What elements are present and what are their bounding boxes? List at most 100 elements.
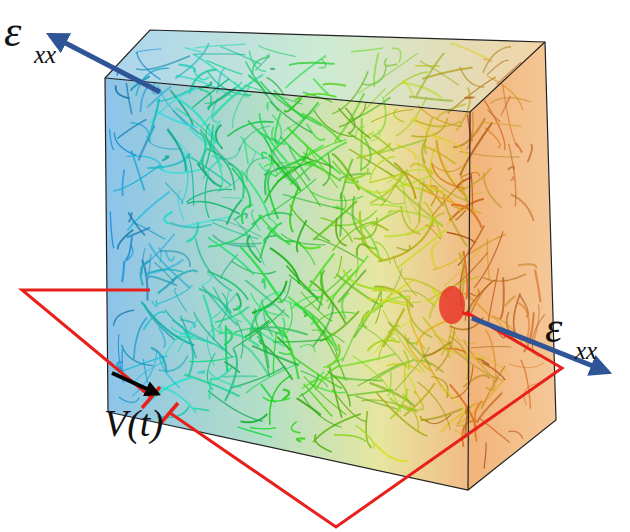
fiber	[460, 67, 485, 87]
fiber	[148, 99, 159, 142]
fiber	[353, 182, 392, 193]
fiber	[394, 109, 404, 122]
fiber	[374, 443, 407, 462]
fiber	[359, 324, 407, 367]
fiber	[460, 168, 492, 192]
fiber	[268, 172, 278, 219]
fiber	[450, 384, 477, 430]
fiber	[236, 221, 264, 265]
fiber	[181, 152, 188, 204]
fiber	[345, 108, 354, 134]
circuit-wire	[22, 290, 562, 527]
fiber	[259, 215, 291, 245]
fiber	[339, 354, 396, 367]
fiber	[162, 156, 168, 160]
fiber	[401, 206, 421, 234]
fiber	[403, 80, 414, 98]
fiber	[412, 118, 448, 137]
fiber	[351, 48, 383, 52]
fiber	[447, 344, 502, 381]
fiber	[194, 312, 233, 358]
fiber	[127, 228, 150, 238]
fiber	[169, 223, 211, 228]
fiber	[175, 108, 220, 146]
fiber	[361, 88, 386, 114]
fiber	[313, 79, 327, 94]
fiber	[310, 191, 364, 201]
fiber	[419, 154, 421, 199]
fiber	[244, 85, 303, 104]
fiber	[126, 236, 132, 260]
fiber	[212, 220, 262, 237]
fiber	[528, 145, 533, 163]
fiber	[290, 186, 299, 233]
fiber	[200, 129, 233, 166]
fiber	[487, 60, 509, 75]
fiber	[267, 103, 268, 111]
fiber	[404, 374, 417, 395]
fiber	[283, 194, 339, 208]
fiber	[361, 297, 408, 325]
fiber	[310, 384, 346, 393]
fiber	[509, 144, 516, 206]
fiber	[468, 234, 506, 254]
fiber	[122, 170, 124, 196]
fiber	[465, 97, 474, 98]
fiber	[487, 239, 489, 280]
fiber	[199, 133, 206, 166]
fiber	[247, 158, 268, 182]
fiber	[137, 52, 161, 80]
fiber	[483, 274, 526, 281]
fiber	[444, 194, 467, 246]
fiber	[259, 46, 296, 57]
fiber	[314, 110, 355, 136]
fiber	[484, 173, 502, 208]
fiber	[362, 210, 392, 228]
fiber	[474, 231, 503, 288]
fiber	[207, 271, 248, 299]
fiber	[361, 138, 370, 170]
fiber	[185, 48, 202, 53]
fiber	[175, 43, 209, 78]
fiber	[276, 167, 299, 168]
fiber	[416, 320, 449, 345]
fiber	[292, 296, 323, 308]
fiber	[422, 159, 466, 201]
fiber	[313, 414, 361, 443]
strain-arrow	[472, 318, 608, 372]
electrode-disk	[439, 286, 465, 324]
fiber	[291, 422, 300, 433]
fiber	[119, 397, 140, 402]
fiber	[505, 296, 515, 306]
fiber	[471, 173, 472, 210]
fiber	[464, 251, 468, 299]
fiber	[160, 354, 180, 388]
fiber	[451, 205, 482, 228]
fiber	[201, 274, 211, 286]
fiber	[141, 302, 194, 346]
fiber	[508, 431, 523, 439]
fiber	[444, 163, 470, 200]
fiber	[385, 72, 428, 97]
fiber	[273, 333, 276, 375]
fiber	[270, 375, 292, 424]
fiber	[198, 371, 205, 373]
fiber	[285, 56, 326, 89]
fiber	[134, 318, 147, 359]
fiber	[208, 88, 236, 109]
fiber	[482, 366, 506, 409]
fiber	[241, 171, 270, 219]
fiber	[152, 300, 157, 307]
fiber	[456, 210, 466, 220]
fiber	[488, 268, 499, 325]
fiber	[425, 289, 437, 303]
fiber	[423, 146, 456, 164]
fiber	[225, 349, 237, 401]
fiber	[264, 236, 276, 243]
fiber	[223, 375, 257, 377]
fiber	[205, 125, 213, 169]
fiber	[282, 299, 322, 336]
fiber	[360, 118, 363, 172]
